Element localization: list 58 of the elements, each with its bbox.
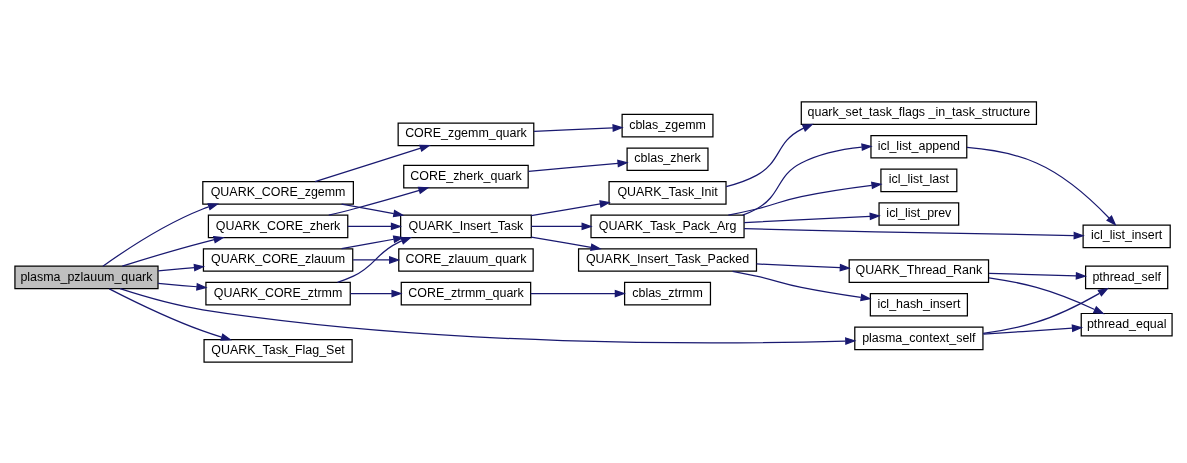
arrow (530, 236, 602, 251)
arrow (530, 199, 611, 216)
node-box: cblas_ztrmm (624, 281, 712, 305)
node-box: CORE_zgemm_quark (397, 122, 535, 146)
arrow (527, 159, 629, 172)
arrow (982, 323, 1084, 335)
node-box: plasma_context_self (854, 326, 984, 350)
node-box: icl_list_append (870, 134, 968, 159)
node-box: plasma_pzlauum_quark (14, 265, 159, 289)
node-box: cblas_zherk (626, 146, 709, 171)
arrow (727, 180, 883, 216)
arrow (352, 255, 401, 264)
node-box: QUARK_CORE_ztrmm (205, 281, 351, 305)
node-box: QUARK_Task_Flag_Set (203, 338, 353, 363)
node-box: quark_set_task_flags _in_task_structure (800, 100, 1038, 125)
node-box: QUARK_Insert_Task (400, 214, 532, 238)
arrow (530, 289, 626, 297)
node-box: pthread_self (1085, 265, 1169, 289)
arrow (743, 211, 881, 223)
arrow (157, 282, 208, 291)
arrow (743, 227, 1085, 239)
arrow (121, 235, 225, 267)
node-box: QUARK_Task_Init (608, 180, 727, 205)
arrow (328, 186, 430, 216)
arrow (157, 263, 206, 272)
arrow (314, 144, 431, 182)
node-box: QUARK_CORE_zgemm (202, 180, 354, 205)
node-box: QUARK_Task_Pack_Arg (590, 214, 745, 238)
arrow (340, 202, 405, 217)
arrow (119, 287, 857, 345)
node-box: QUARK_Insert_Task_Packed (577, 247, 758, 272)
arrow (347, 221, 403, 230)
node-box: CORE_ztrmm_quark (400, 281, 532, 305)
arrow (742, 142, 873, 216)
arrow (108, 287, 233, 341)
arrow (349, 289, 403, 297)
node-box: cblas_zgemm (621, 113, 714, 137)
arrow (982, 287, 1110, 334)
node-box: icl_list_insert (1082, 224, 1171, 248)
arrow (336, 236, 413, 283)
arrow (755, 262, 851, 272)
arrow (102, 202, 220, 267)
node-box: CORE_zherk_quark (403, 164, 529, 188)
node-box: QUARK_CORE_zlauum (202, 247, 354, 272)
arrow (988, 271, 1087, 280)
node-box: QUARK_CORE_zherk (207, 214, 349, 238)
arrow (533, 123, 624, 132)
arrow (731, 270, 872, 301)
node-box: icl_list_last (880, 168, 958, 192)
node-box: icl_hash_insert (869, 292, 968, 317)
arrow (966, 146, 1117, 226)
node-box: pthread_equal (1080, 312, 1173, 336)
node-box: QUARK_Thread_Rank (848, 258, 990, 283)
node-box: CORE_zlauum_quark (398, 247, 534, 272)
node-box: icl_list_prev (878, 201, 960, 226)
arrow (725, 123, 814, 187)
arrow (988, 276, 1105, 314)
arrow (530, 221, 593, 230)
